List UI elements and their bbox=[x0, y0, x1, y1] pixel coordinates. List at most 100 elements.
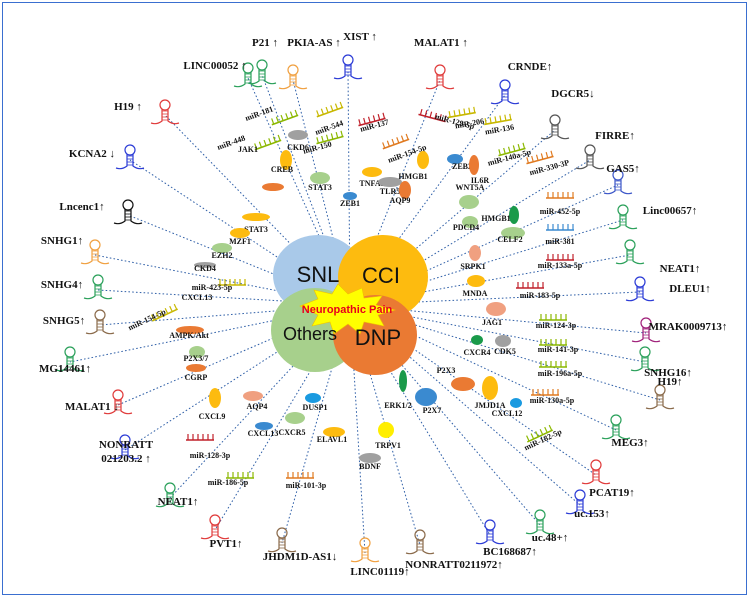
mirna-13: miR-381 bbox=[545, 224, 575, 246]
mirna-label: miR-183-5p bbox=[520, 291, 561, 300]
protein-node bbox=[186, 364, 206, 372]
mirna-label: miR-133a-5p bbox=[538, 261, 583, 270]
hairpin-icon bbox=[287, 64, 299, 76]
protein-7: TLR5 bbox=[378, 177, 402, 196]
mirna-label: miR-101-3p bbox=[286, 481, 327, 490]
hairpin-icon bbox=[434, 64, 446, 76]
lncrna-9: DLEU1↑ bbox=[625, 276, 711, 302]
protein-node bbox=[262, 183, 284, 191]
lncrna-label: CRNDE↑ bbox=[508, 61, 553, 73]
lncrna-22: NEAT1↑ bbox=[155, 482, 198, 508]
protein-node bbox=[417, 151, 429, 169]
lncrna-7: Linc00657↑ bbox=[608, 204, 697, 230]
hairpin-icon bbox=[122, 199, 134, 211]
protein-label: AQP4 bbox=[247, 402, 268, 411]
protein-15: CKD4 bbox=[194, 262, 216, 273]
protein-label: CREB bbox=[271, 165, 294, 174]
hairpin-icon bbox=[342, 54, 354, 66]
protein-label: CXCL12 bbox=[492, 409, 523, 418]
protein-label: CELF2 bbox=[497, 235, 522, 244]
protein-25: CXCL13 bbox=[182, 293, 213, 302]
lncrna-2: MALAT1 ↑ bbox=[414, 37, 468, 90]
hairpin-icon bbox=[654, 384, 666, 396]
mirna-label: miR-154-5p bbox=[127, 307, 168, 332]
lncrna-4: DGCR5↓ bbox=[540, 88, 595, 140]
lncrna-label-line2: 021203.2 ↑ bbox=[101, 453, 151, 465]
mirna-label: miR-423-5p bbox=[192, 283, 233, 292]
lncrna-20: JHDM1D-AS1↓ bbox=[263, 527, 337, 563]
mirna-label: miR-128-3p bbox=[190, 451, 231, 460]
protein-label: MZF1 bbox=[229, 237, 251, 246]
mirna-11: miR-330-3P bbox=[526, 150, 570, 177]
mirna-23: miR-128-3p bbox=[186, 434, 231, 460]
lncrna-label: SNHG1↑ bbox=[41, 235, 83, 247]
mirna-1: miR-181 bbox=[244, 104, 299, 126]
lncrna-34: PKIA-AS ↑ bbox=[278, 37, 341, 90]
hairpin-icon bbox=[94, 309, 106, 321]
protein-29: CXCL9 bbox=[199, 388, 225, 421]
protein-35: ERK1/2 bbox=[384, 370, 412, 410]
protein-node bbox=[471, 335, 483, 345]
lncrna-25: MG14461↑ bbox=[39, 346, 91, 375]
protein-label: ZEB1 bbox=[340, 199, 360, 208]
protein-label: HMGB1 bbox=[481, 214, 510, 223]
hairpin-icon bbox=[359, 537, 371, 549]
mirna-4: miR-137 bbox=[358, 112, 390, 134]
protein-node bbox=[482, 376, 498, 400]
mirna-18: miR-196a-5p bbox=[538, 361, 583, 378]
protein-label: STAT3 bbox=[308, 183, 332, 192]
protein-node bbox=[509, 206, 519, 224]
protein-39: P2X7 bbox=[415, 388, 441, 415]
protein-label: JMJD1A bbox=[474, 401, 505, 410]
protein-node bbox=[242, 213, 270, 221]
mirna-9: miR-136 bbox=[484, 113, 515, 137]
protein-11: IL6R bbox=[469, 155, 489, 185]
lncrna-10: MRAK0009713↑ bbox=[631, 317, 727, 343]
hairpin-icon bbox=[164, 482, 176, 494]
lncrna-label: DLEU1↑ bbox=[669, 283, 711, 295]
mirna-label: miR-124-3p bbox=[536, 321, 577, 330]
protein-node bbox=[343, 192, 357, 200]
lncrna-31: H19 ↑ bbox=[114, 99, 180, 125]
hairpin-icon bbox=[64, 346, 76, 358]
lncrna-label: uc.48+↑ bbox=[532, 532, 569, 544]
protein-label: TLR5 bbox=[380, 187, 400, 196]
protein-node bbox=[280, 150, 292, 170]
mirna-label: miR-141-3p bbox=[538, 345, 579, 354]
mirna-3: miR-544 bbox=[314, 101, 344, 137]
protein-node bbox=[255, 422, 273, 430]
protein-label: PDCD4 bbox=[453, 223, 479, 232]
protein-label: ELAVL1 bbox=[317, 435, 348, 444]
protein-10: ZEB2 bbox=[447, 154, 472, 171]
mirna-16: miR-124-3p bbox=[536, 314, 577, 330]
lncrna-label: Linc00657↑ bbox=[643, 205, 697, 217]
lncrna-label: NONRATT0211972↑ bbox=[405, 559, 503, 571]
protein-node bbox=[469, 155, 479, 175]
protein-node bbox=[243, 391, 263, 401]
protein-node bbox=[176, 326, 204, 334]
protein-label: AMPK/Akt bbox=[169, 331, 209, 340]
protein-node bbox=[378, 422, 394, 438]
protein-node bbox=[189, 346, 205, 358]
neuropathic-pain-burst bbox=[299, 283, 397, 335]
mirna-19: miR-130a-5p bbox=[530, 389, 575, 405]
protein-label: WNT5A bbox=[456, 183, 485, 192]
protein-node bbox=[362, 167, 382, 177]
lncrna-label: PKIA-AS ↑ bbox=[287, 37, 340, 49]
mirna-label: miR-452-5p bbox=[540, 207, 581, 216]
protein-23: CXCR4 bbox=[463, 335, 491, 357]
protein-26: AMPK/Akt bbox=[169, 326, 209, 340]
protein-node bbox=[467, 275, 485, 287]
protein-18: HMGB1 bbox=[481, 206, 519, 224]
lncrna-label: MEG3↑ bbox=[611, 437, 648, 449]
protein-node bbox=[447, 154, 463, 164]
hairpin-icon bbox=[624, 239, 636, 251]
lncrna-27: SNHG4↑ bbox=[41, 274, 113, 300]
hairpin-icon bbox=[612, 169, 624, 181]
mirna-label: miR-130a-5p bbox=[530, 396, 575, 405]
lncrna-14: PCAT19↑ bbox=[581, 459, 635, 499]
lncrna-24: MALAT1 ↓ bbox=[65, 389, 133, 415]
protein-label: CGRP bbox=[185, 373, 208, 382]
hairpin-icon bbox=[159, 99, 171, 111]
